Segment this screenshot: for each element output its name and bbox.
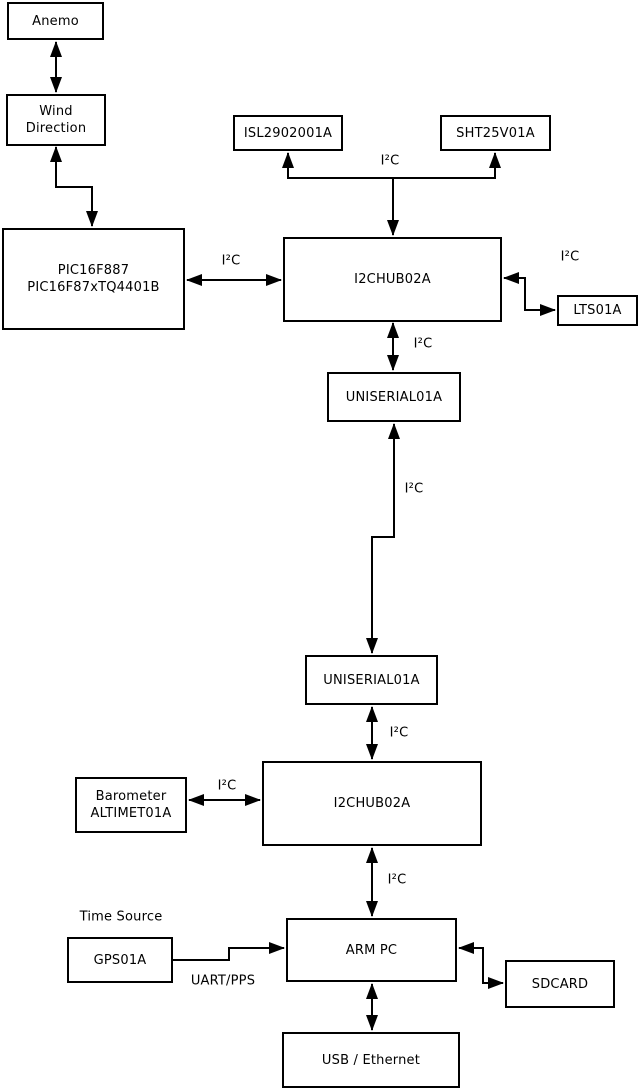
edge-i2c-bus-isl-sht	[282, 152, 501, 179]
node-wind-direction: Wind Direction	[6, 94, 106, 146]
node-lts01a: LTS01A	[557, 295, 638, 326]
node-uniserial01a-top: UNISERIAL01A	[327, 372, 461, 422]
node-uniserial01a-bottom: UNISERIAL01A	[305, 655, 438, 705]
node-sdcard: SDCARD	[505, 960, 615, 1008]
edge-hub1-lts	[503, 272, 556, 316]
node-barometer-altimet01a: Barometer ALTIMET01A	[75, 777, 187, 833]
edge-uniserial-top-uniserial-bottom	[366, 423, 400, 654]
node-gps01a: GPS01A	[67, 937, 173, 983]
edge-label-time-source: Time Source	[79, 909, 163, 925]
edge-label-i2c-hub1-uniserial: I²C	[413, 336, 433, 352]
node-arm-pc: ARM PC	[286, 918, 457, 982]
node-i2chub02a-top: I2CHUB02A	[283, 237, 502, 322]
edge-label-i2c-uniserial-hub2: I²C	[389, 725, 409, 741]
edge-label-i2c-pic-hub1: I²C	[221, 253, 241, 269]
edge-wind-pic	[50, 146, 98, 227]
node-sht25v01a: SHT25V01A	[440, 115, 551, 151]
node-i2chub02a-bottom: I2CHUB02A	[262, 761, 482, 846]
node-anemo: Anemo	[7, 2, 104, 40]
edge-armpc-sdcard	[458, 942, 504, 989]
edge-label-i2c-hub2-armpc: I²C	[387, 872, 407, 888]
node-isl2902001a: ISL2902001A	[233, 115, 343, 151]
edge-label-i2c-uniserial-link: I²C	[404, 481, 424, 497]
node-usb-ethernet: USB / Ethernet	[282, 1032, 460, 1088]
edge-gps-armpc	[173, 942, 285, 961]
node-pic16f887: PIC16F887 PIC16F87xTQ4401B	[2, 228, 185, 330]
edge-label-i2c-bus-top: I²C	[380, 153, 400, 169]
edge-label-uart-pps: UART/PPS	[190, 973, 256, 989]
edge-label-i2c-hub1-lts: I²C	[560, 249, 580, 265]
edge-label-i2c-barometer-hub2: I²C	[217, 778, 237, 794]
